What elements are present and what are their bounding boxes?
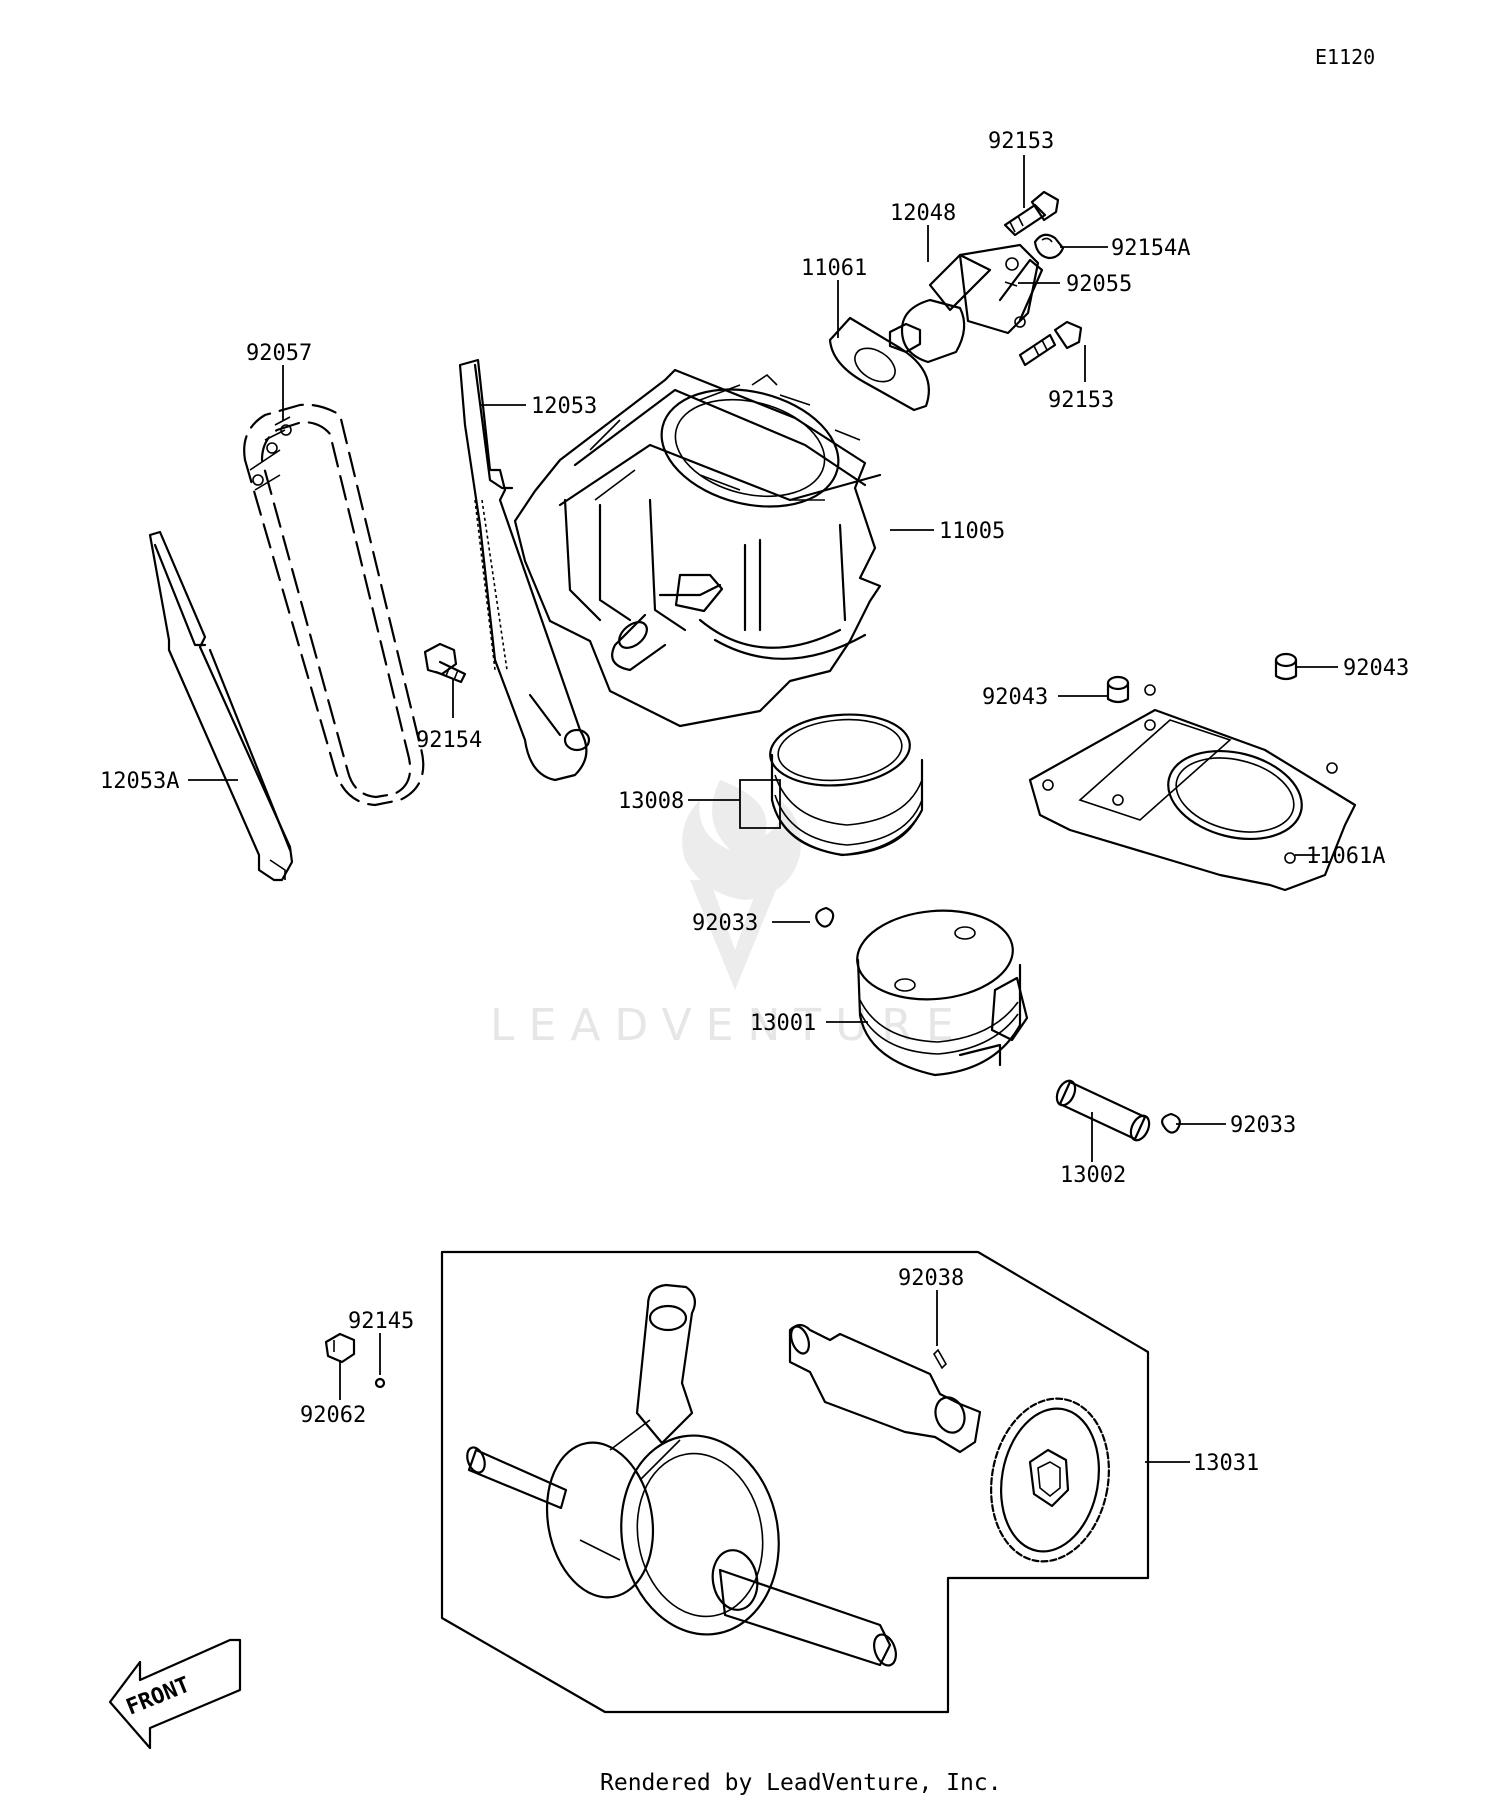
callout-12048[interactable]: 12048 bbox=[890, 201, 956, 226]
balancer-shaft[interactable] bbox=[788, 1323, 982, 1454]
piston-13001[interactable] bbox=[853, 904, 1029, 1077]
callout-92153-top[interactable]: 92153 bbox=[988, 129, 1054, 154]
crankshaft-assembly-outline bbox=[440, 1250, 1150, 1714]
bolt-92153-top[interactable] bbox=[1003, 190, 1060, 237]
crankshaft-13031[interactable] bbox=[464, 1283, 900, 1668]
callout-92153-bottom[interactable]: 92153 bbox=[1048, 388, 1114, 413]
callout-92038[interactable]: 92038 bbox=[898, 1266, 964, 1291]
callout-92057[interactable]: 92057 bbox=[246, 341, 312, 366]
piston-pin-13002[interactable] bbox=[1053, 1078, 1152, 1143]
o-ring-92145[interactable] bbox=[374, 1377, 386, 1389]
circlip-92033-top[interactable] bbox=[815, 906, 835, 928]
cam-chain-tensioner-12048[interactable] bbox=[888, 243, 1044, 364]
callout-11005[interactable]: 11005 bbox=[939, 519, 1005, 544]
callout-92154[interactable]: 92154 bbox=[416, 728, 482, 753]
callout-labels: 92153 12048 92154A 11061 92055 92153 920… bbox=[100, 129, 1409, 1476]
watermark-logo bbox=[682, 780, 801, 990]
piston-rings-13008[interactable] bbox=[767, 709, 924, 857]
footer-credit: Rendered by LeadVenture, Inc. bbox=[600, 1770, 1002, 1796]
base-gasket-11061A[interactable] bbox=[1028, 684, 1357, 892]
gasket-11061[interactable] bbox=[828, 316, 930, 412]
chain-guide-12053[interactable] bbox=[458, 358, 591, 782]
bolt-92154[interactable] bbox=[423, 642, 467, 684]
callout-92055[interactable]: 92055 bbox=[1066, 272, 1132, 297]
callout-92145[interactable]: 92145 bbox=[348, 1309, 414, 1334]
callout-92043-left[interactable]: 92043 bbox=[982, 685, 1048, 710]
callout-11061A[interactable]: 11061A bbox=[1306, 844, 1385, 869]
callout-92033-top[interactable]: 92033 bbox=[692, 911, 758, 936]
dowel-pin-92043-left[interactable] bbox=[1106, 675, 1130, 704]
callout-12053A[interactable]: 12053A bbox=[100, 769, 179, 794]
callout-13001[interactable]: 13001 bbox=[750, 1011, 816, 1036]
cylinder-11005[interactable] bbox=[513, 368, 882, 728]
callout-13031[interactable]: 13031 bbox=[1193, 1451, 1259, 1476]
callout-13008[interactable]: 13008 bbox=[618, 789, 684, 814]
diagram-reference-code: E1120 bbox=[1315, 45, 1375, 69]
callout-92033-right[interactable]: 92033 bbox=[1230, 1113, 1296, 1138]
callout-92043-right[interactable]: 92043 bbox=[1343, 656, 1409, 681]
dowel-pin-92043-right[interactable] bbox=[1274, 652, 1298, 681]
callout-13002[interactable]: 13002 bbox=[1060, 1163, 1126, 1188]
bolt-92062[interactable] bbox=[324, 1332, 356, 1364]
callout-11061[interactable]: 11061 bbox=[801, 256, 867, 281]
callout-12053[interactable]: 12053 bbox=[531, 394, 597, 419]
key-92038[interactable] bbox=[933, 1348, 947, 1370]
front-direction-arrow: FRONT bbox=[108, 1638, 242, 1750]
callout-92154A[interactable]: 92154A bbox=[1111, 236, 1190, 261]
cam-chain-92057[interactable] bbox=[243, 403, 425, 807]
chain-guide-12053A[interactable] bbox=[148, 530, 294, 882]
bolt-92153-bottom[interactable] bbox=[1018, 320, 1083, 367]
leader-lines bbox=[188, 155, 1338, 1463]
callout-92062[interactable]: 92062 bbox=[300, 1403, 366, 1428]
washer-92154A[interactable] bbox=[1033, 233, 1065, 260]
gear[interactable] bbox=[979, 1389, 1122, 1571]
circlip-92033-right[interactable] bbox=[1161, 1112, 1181, 1134]
watermark-text: LEADVENTURE bbox=[490, 1000, 968, 1051]
